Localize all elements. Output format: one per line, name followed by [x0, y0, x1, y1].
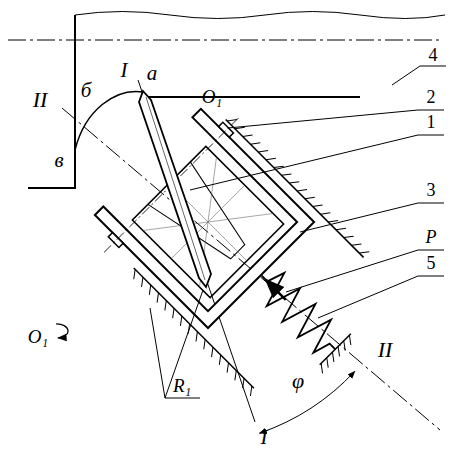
drawing-label: II [378, 339, 393, 361]
rotation-arrow [56, 324, 68, 338]
drawing-label: φ [292, 370, 304, 392]
drawing-label: I [261, 427, 268, 448]
drawing-label: б [81, 80, 92, 101]
drawing-label: O₁ [28, 327, 48, 346]
callout-number: 3 [427, 181, 436, 199]
drawing-label: R₁ [173, 376, 191, 395]
leader-lines [150, 66, 446, 398]
spring-coil [249, 263, 348, 362]
ground-hatch [227, 115, 369, 257]
drawing-label: в [54, 150, 63, 171]
drawing-label: II [33, 89, 48, 111]
callout-number: 2 [427, 88, 436, 106]
angle-arc [260, 371, 355, 433]
axis-lines [8, 40, 440, 430]
drawing-label: O₁ [202, 87, 222, 106]
cutting-blade [139, 91, 211, 287]
callout-number: 4 [429, 46, 438, 64]
ground-hatch [130, 269, 257, 396]
callout-number: 5 [427, 254, 436, 272]
drawing-label: I [121, 60, 128, 81]
callout-number: 1 [427, 113, 436, 131]
ground-hatch [317, 335, 355, 373]
holder-frame [81, 95, 408, 422]
drawing-label: а [147, 63, 158, 84]
drawing-label: P [426, 228, 437, 246]
